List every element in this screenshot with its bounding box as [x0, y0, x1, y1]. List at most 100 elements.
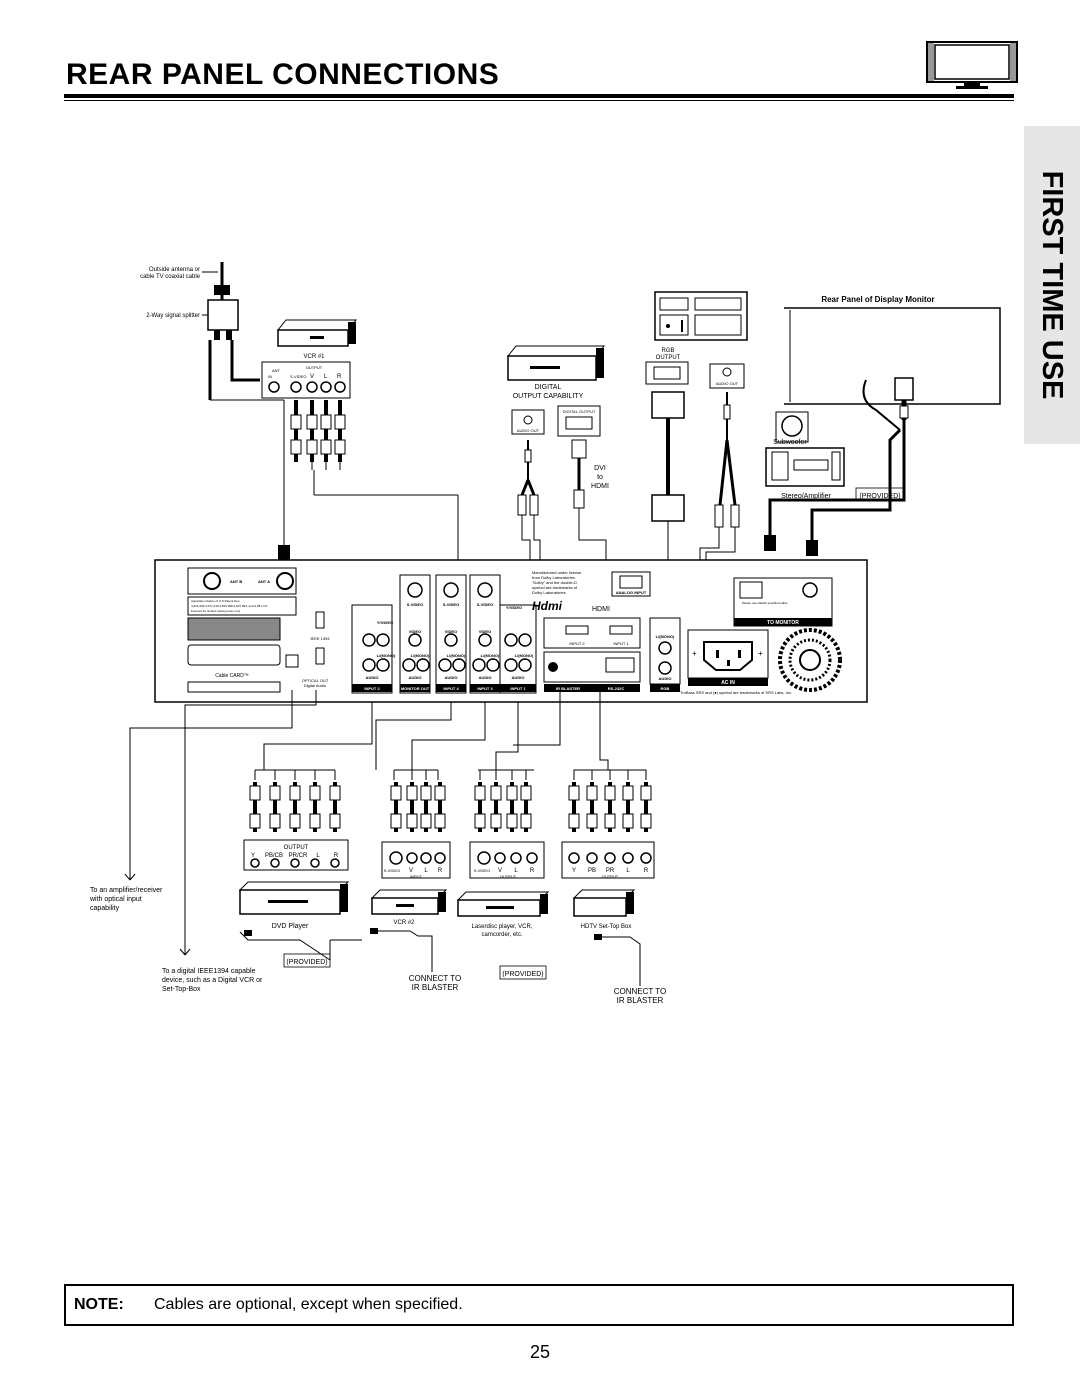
pc-group: RGB OUTPUT AUDIO OUT — [645, 291, 748, 600]
svg-text:ANT: ANT — [272, 368, 281, 373]
svg-text:IN: IN — [268, 374, 272, 379]
svg-text:IEEE 1394: IEEE 1394 — [310, 636, 330, 641]
svg-text:from Dolby Laboratories.: from Dolby Laboratories. — [532, 575, 576, 580]
svg-text:S-VIDEO: S-VIDEO — [443, 602, 459, 607]
svg-text:AUDIO: AUDIO — [366, 675, 379, 680]
svg-text:ANALOG INPUT: ANALOG INPUT — [616, 590, 647, 595]
tv-icon — [926, 41, 1018, 89]
svg-text:INPUT 3: INPUT 3 — [477, 686, 493, 691]
svg-text:Subwoofer: Subwoofer — [773, 439, 807, 446]
svg-text:AC IN: AC IN — [721, 680, 735, 686]
svg-text:R: R — [337, 374, 342, 380]
vcr1-label: VCR #1 — [303, 354, 325, 360]
svg-text:RGB: RGB — [661, 686, 670, 691]
svg-text:AUDIO: AUDIO — [479, 675, 492, 680]
svg-text:Y/VIDEO: Y/VIDEO — [377, 620, 393, 625]
svg-text:L/(MONO): L/(MONO) — [481, 653, 500, 658]
svg-text:V: V — [498, 868, 502, 874]
svg-text:(PROVIDED): (PROVIDED) — [859, 493, 900, 500]
svg-text:DIGITAL OUTPUT: DIGITAL OUTPUT — [563, 409, 596, 414]
svg-text:INPUT 2: INPUT 2 — [569, 641, 585, 646]
svg-text:AUDIO: AUDIO — [445, 675, 458, 680]
svg-text:OUTPUT: OUTPUT — [602, 874, 619, 879]
svg-text:L: L — [316, 853, 320, 859]
digital-device-group: DIGITAL OUTPUT CAPABILITY AUDIO OUT DIGI… — [506, 345, 609, 580]
svg-text:IR BLASTER: IR BLASTER — [412, 983, 459, 992]
svg-text:INPUT: INPUT — [410, 874, 423, 879]
svg-text:symbol are trademarks of: symbol are trademarks of — [532, 585, 578, 590]
svg-text:L: L — [324, 374, 328, 380]
svg-text:S-VIDEO: S-VIDEO — [477, 602, 493, 607]
svg-text:AUDIO: AUDIO — [409, 675, 422, 680]
svg-text:VIDEO: VIDEO — [409, 629, 421, 634]
svg-text:VIDEO: VIDEO — [445, 629, 457, 634]
svg-text:R: R — [334, 853, 339, 859]
svg-text:RGB: RGB — [661, 348, 674, 354]
dvd-group: OUTPUT Y PB/CB PR/CR L R DVD Player (PRO… — [238, 769, 362, 968]
vcr2-group: S-VIDEO V L R INPUT VCR #2 CONNECT TO IR… — [370, 769, 461, 992]
svg-text:Please use Hitachi specified c: Please use Hitachi specified cable — [742, 601, 788, 605]
svg-text:OUTPUT: OUTPUT — [500, 874, 517, 879]
svg-text:OPTICAL OUT: OPTICAL OUT — [302, 678, 329, 683]
svg-text:L/(MONO): L/(MONO) — [377, 653, 396, 658]
svg-text:R: R — [438, 868, 443, 874]
svg-text:S-VIDEO: S-VIDEO — [474, 868, 490, 873]
svg-text:VIDEO: VIDEO — [479, 629, 491, 634]
antenna-group: Outside antenna or cable TV coaxial cabl… — [140, 262, 290, 560]
svg-text:AUDIO: AUDIO — [659, 676, 672, 681]
svg-text:MONITOR OUT: MONITOR OUT — [401, 686, 430, 691]
svg-text:R: R — [530, 868, 535, 874]
svg-text:OUTPUT: OUTPUT — [306, 365, 323, 370]
svg-text:Manufactured under license: Manufactured under license — [532, 570, 582, 575]
antenna-label-2: cable TV coaxial cable — [140, 274, 201, 280]
svg-text:R: R — [644, 868, 649, 874]
laserdisc-group: S-VIDEO V L R OUTPUT Laserdisc player, V… — [456, 769, 550, 980]
svg-text:PB: PB — [588, 868, 596, 874]
svg-text:AUDIO OUT: AUDIO OUT — [517, 428, 540, 433]
svg-text:Cable CARD™: Cable CARD™ — [215, 673, 249, 679]
svg-text:TO MONITOR: TO MONITOR — [767, 620, 799, 626]
vcr1-group: VCR #1 OUTPUT ANT IN S-VIDEO V L R — [261, 319, 459, 570]
svg-text:L: L — [626, 868, 630, 874]
svg-text:"Dolby" and the double-D: "Dolby" and the double-D — [532, 580, 577, 585]
page-title: REAR PANEL CONNECTIONS — [66, 58, 500, 91]
svg-text:L/(MONO): L/(MONO) — [515, 653, 534, 658]
svg-text:V: V — [310, 374, 314, 380]
svg-text:+: + — [758, 649, 763, 658]
svg-text:AUDIO: AUDIO — [512, 675, 525, 680]
svg-text:PR/CR: PR/CR — [289, 853, 308, 859]
svg-text:4,631,603;4,577,216;4,819,098;: 4,631,603;4,577,216;4,819,098;4,907,093;… — [191, 604, 268, 608]
svg-text:Dolby Laboratories: Dolby Laboratories — [532, 590, 566, 595]
svg-text:VCR #2: VCR #2 — [393, 920, 415, 926]
svg-text:OUTPUT: OUTPUT — [656, 355, 681, 361]
svg-text:INPUT 1: INPUT 1 — [510, 686, 526, 691]
rear-panel: ANT B ANT A Apparatus Claims of U.S.Pate… — [154, 559, 868, 703]
svg-text:INPUT 1: INPUT 1 — [613, 641, 629, 646]
svg-text:Y/VIDEO: Y/VIDEO — [506, 605, 522, 610]
svg-text:INPUT 2: INPUT 2 — [364, 686, 380, 691]
svg-text:Hdmi: Hdmi — [532, 599, 563, 613]
svg-text:licensed for limited viewing u: licensed for limited viewing uses only — [191, 609, 241, 613]
svg-text:CONNECT TO: CONNECT TO — [409, 974, 461, 983]
svg-text:Laserdisc player, VCR,: Laserdisc player, VCR, — [471, 924, 532, 930]
svg-text:Y: Y — [572, 868, 576, 874]
svg-text:To a digital IEEE1394 capable: To a digital IEEE1394 capable — [162, 968, 256, 975]
svg-text:TruBass SRS and (●) symbol are: TruBass SRS and (●) symbol are trademark… — [680, 690, 792, 695]
svg-text:L/(MONO): L/(MONO) — [656, 634, 675, 639]
title-rule-thin — [64, 100, 1014, 101]
svg-text:Digital Audio: Digital Audio — [304, 683, 327, 688]
svg-text:to: to — [597, 474, 603, 481]
svg-text:RS-232C: RS-232C — [608, 686, 625, 691]
splitter-label: 2-Way signal splitter — [146, 313, 200, 319]
svg-text:To an amplifier/receiver: To an amplifier/receiver — [90, 887, 163, 894]
svg-text:HDMI: HDMI — [592, 606, 610, 613]
svg-text:PR: PR — [606, 868, 615, 874]
svg-text:L: L — [514, 868, 518, 874]
side-tab: FIRST TIME USE — [1024, 126, 1080, 444]
svg-text:S-VIDEO: S-VIDEO — [384, 868, 400, 873]
monitor-group: Rear Panel of Display Monitor Subwoofer … — [764, 295, 1001, 556]
svg-text:camcorder, etc.: camcorder, etc. — [481, 932, 522, 938]
svg-text:DIGITAL: DIGITAL — [535, 384, 562, 391]
lower-connection-lines — [129, 690, 609, 955]
